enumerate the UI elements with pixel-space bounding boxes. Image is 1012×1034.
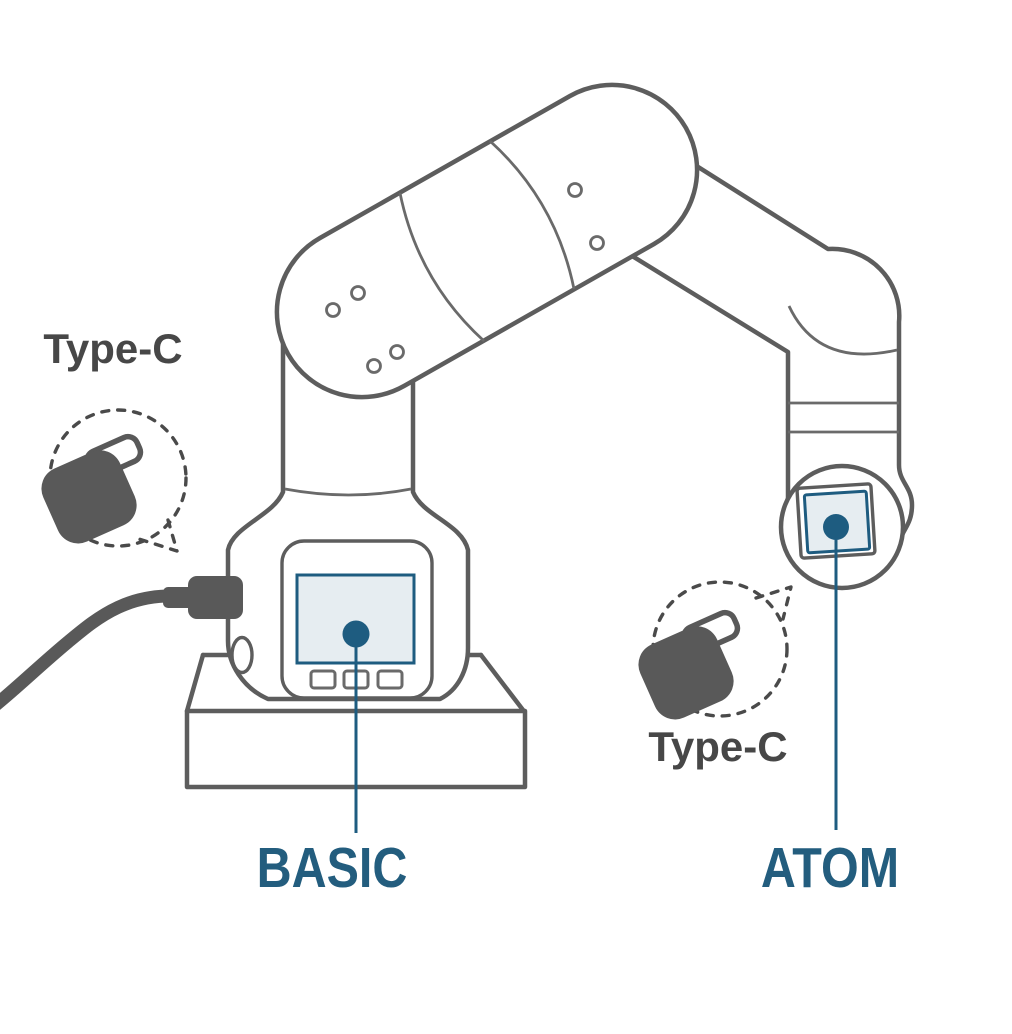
pedestal-left-edge — [184, 652, 206, 714]
screw-hole — [366, 358, 382, 374]
screw-hole — [325, 302, 341, 318]
screw-hole — [389, 344, 405, 360]
screw-hole — [567, 182, 583, 198]
usb-cable — [0, 589, 197, 710]
pedestal-right-edge — [478, 652, 526, 713]
screw-hole — [589, 235, 605, 251]
port-label-right: Type-C — [648, 723, 788, 770]
base-neck-seam — [284, 487, 412, 497]
bubble-tail — [137, 518, 179, 553]
usb-type-c-plug-icon — [638, 609, 741, 720]
connector-body — [638, 626, 734, 720]
power-port-oval — [230, 635, 254, 675]
atom-pointer-dot — [823, 514, 849, 540]
usb-cable-assembly — [0, 576, 243, 710]
usb-plug-neck — [163, 587, 193, 608]
robot-upper-arm — [274, 82, 700, 400]
usb-plug — [188, 576, 243, 619]
panel-button-1 — [309, 669, 337, 690]
upper-arm-outline — [274, 82, 700, 400]
connector-body — [41, 450, 137, 544]
bubble-tail — [754, 585, 793, 621]
end-effector-label: ATOM — [760, 836, 900, 900]
upper-arm-seam-2 — [489, 139, 576, 290]
port-label-left: Type-C — [43, 325, 183, 372]
speech-bubble-right — [638, 580, 793, 720]
wrist-joint-seam — [787, 305, 898, 356]
upper-arm-seam-1 — [398, 192, 485, 343]
basic-pointer-dot — [342, 620, 370, 648]
base-front-details — [230, 539, 434, 700]
screw-hole — [350, 285, 366, 301]
speech-bubble-left — [41, 408, 188, 553]
usb-type-c-plug-icon — [41, 433, 144, 544]
callout-annotations — [342, 514, 849, 833]
base-label: BASIC — [256, 836, 408, 900]
panel-button-3 — [376, 669, 404, 690]
